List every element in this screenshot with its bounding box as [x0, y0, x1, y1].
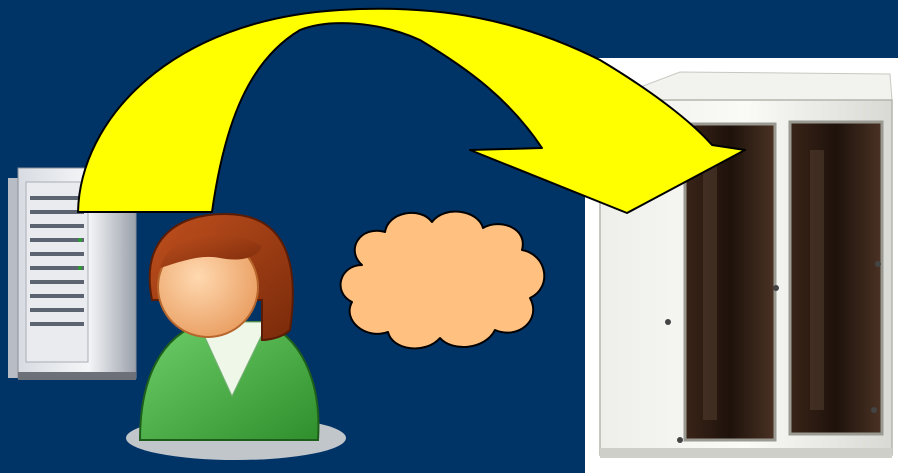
curved-arrow-icon — [78, 9, 745, 213]
cloud-icon — [341, 212, 545, 349]
user-avatar-icon — [126, 214, 346, 460]
